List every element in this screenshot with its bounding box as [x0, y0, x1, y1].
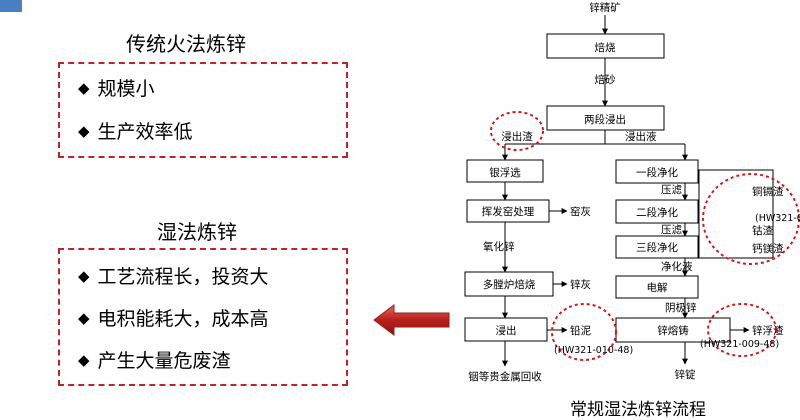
- flowchart-caption: 常规湿法炼锌流程: [570, 400, 706, 420]
- diamond-bullet-icon: ◆: [78, 121, 90, 140]
- box-hearth: 多膛炉焙烧: [483, 278, 536, 291]
- slide-corner-strip: [0, 0, 22, 12]
- box-purify3: 三段净化: [636, 241, 678, 254]
- label-pure-sol: 净化液: [661, 260, 693, 273]
- label-recovery: 铟等贵金属回收: [468, 370, 542, 383]
- box-roast: 焙烧: [595, 41, 616, 54]
- box-electro: 电解: [647, 281, 668, 294]
- label-press1: 压滤: [661, 183, 682, 196]
- box-volatilize: 挥发窑处理: [482, 205, 535, 218]
- traditional-box: [58, 62, 348, 158]
- traditional-bullet-2: ◆ 生产效率低: [78, 121, 193, 143]
- label-kiln-ash: 窑灰: [570, 205, 591, 218]
- label-zn-ash: 锌灰: [570, 278, 591, 291]
- label-press2: 压滤: [661, 223, 682, 236]
- label-cathode: 阴极锌: [665, 301, 697, 314]
- left-arrow-icon: [373, 304, 450, 336]
- box-casting: 锌熔铸: [657, 324, 689, 337]
- label-solution: 浸出液: [625, 130, 657, 143]
- diamond-bullet-icon: ◆: [78, 350, 90, 369]
- label-ca-mg: 钙镁渣: [752, 242, 784, 255]
- label-cu-cd: 铜镉渣: [752, 185, 784, 198]
- label-ore: 锌精矿: [589, 1, 621, 14]
- traditional-title: 传统火法炼锌: [126, 32, 246, 56]
- wet-box: [58, 248, 348, 386]
- diamond-bullet-icon: ◆: [78, 78, 90, 97]
- label-calcine: 焙砂: [595, 73, 616, 86]
- diamond-bullet-icon: ◆: [78, 308, 90, 327]
- label-zno: 氧化锌: [483, 240, 515, 253]
- label-hw-lead: (HW321-010-48): [554, 345, 633, 356]
- box-leach: 浸出: [496, 324, 517, 337]
- wet-title: 湿法炼锌: [157, 220, 237, 244]
- box-leach2: 两段浸出: [584, 113, 626, 126]
- wet-bullet-2: ◆ 电积能耗大，成本高: [78, 308, 269, 330]
- label-lead-mud: 铅泥: [570, 324, 591, 337]
- wet-bullet-1: ◆ 工艺流程长，投资大: [78, 266, 269, 288]
- flowchart: 锌精矿 焙烧 焙砂 两段浸出 浸出渣 浸出液 银浮选 挥发窑处理 窑灰 氧化锌 …: [464, 1, 800, 383]
- box-flotation: 银浮选: [489, 166, 521, 179]
- diamond-bullet-icon: ◆: [78, 266, 90, 285]
- label-ingot: 锌锭: [675, 368, 696, 381]
- label-co-slag: 钴渣: [752, 224, 773, 237]
- label-dross: 锌浮渣: [752, 324, 784, 337]
- label-hw-dross: (HW321-009-48): [700, 339, 779, 350]
- label-residue: 浸出渣: [501, 130, 533, 143]
- wet-bullet-3: ◆ 产生大量危废渣: [78, 350, 231, 372]
- label-hw-group: (HW321-00: [755, 213, 800, 224]
- box-purify1: 一段净化: [636, 166, 678, 179]
- traditional-bullet-1: ◆ 规模小: [78, 78, 155, 100]
- box-purify2: 二段净化: [636, 206, 678, 219]
